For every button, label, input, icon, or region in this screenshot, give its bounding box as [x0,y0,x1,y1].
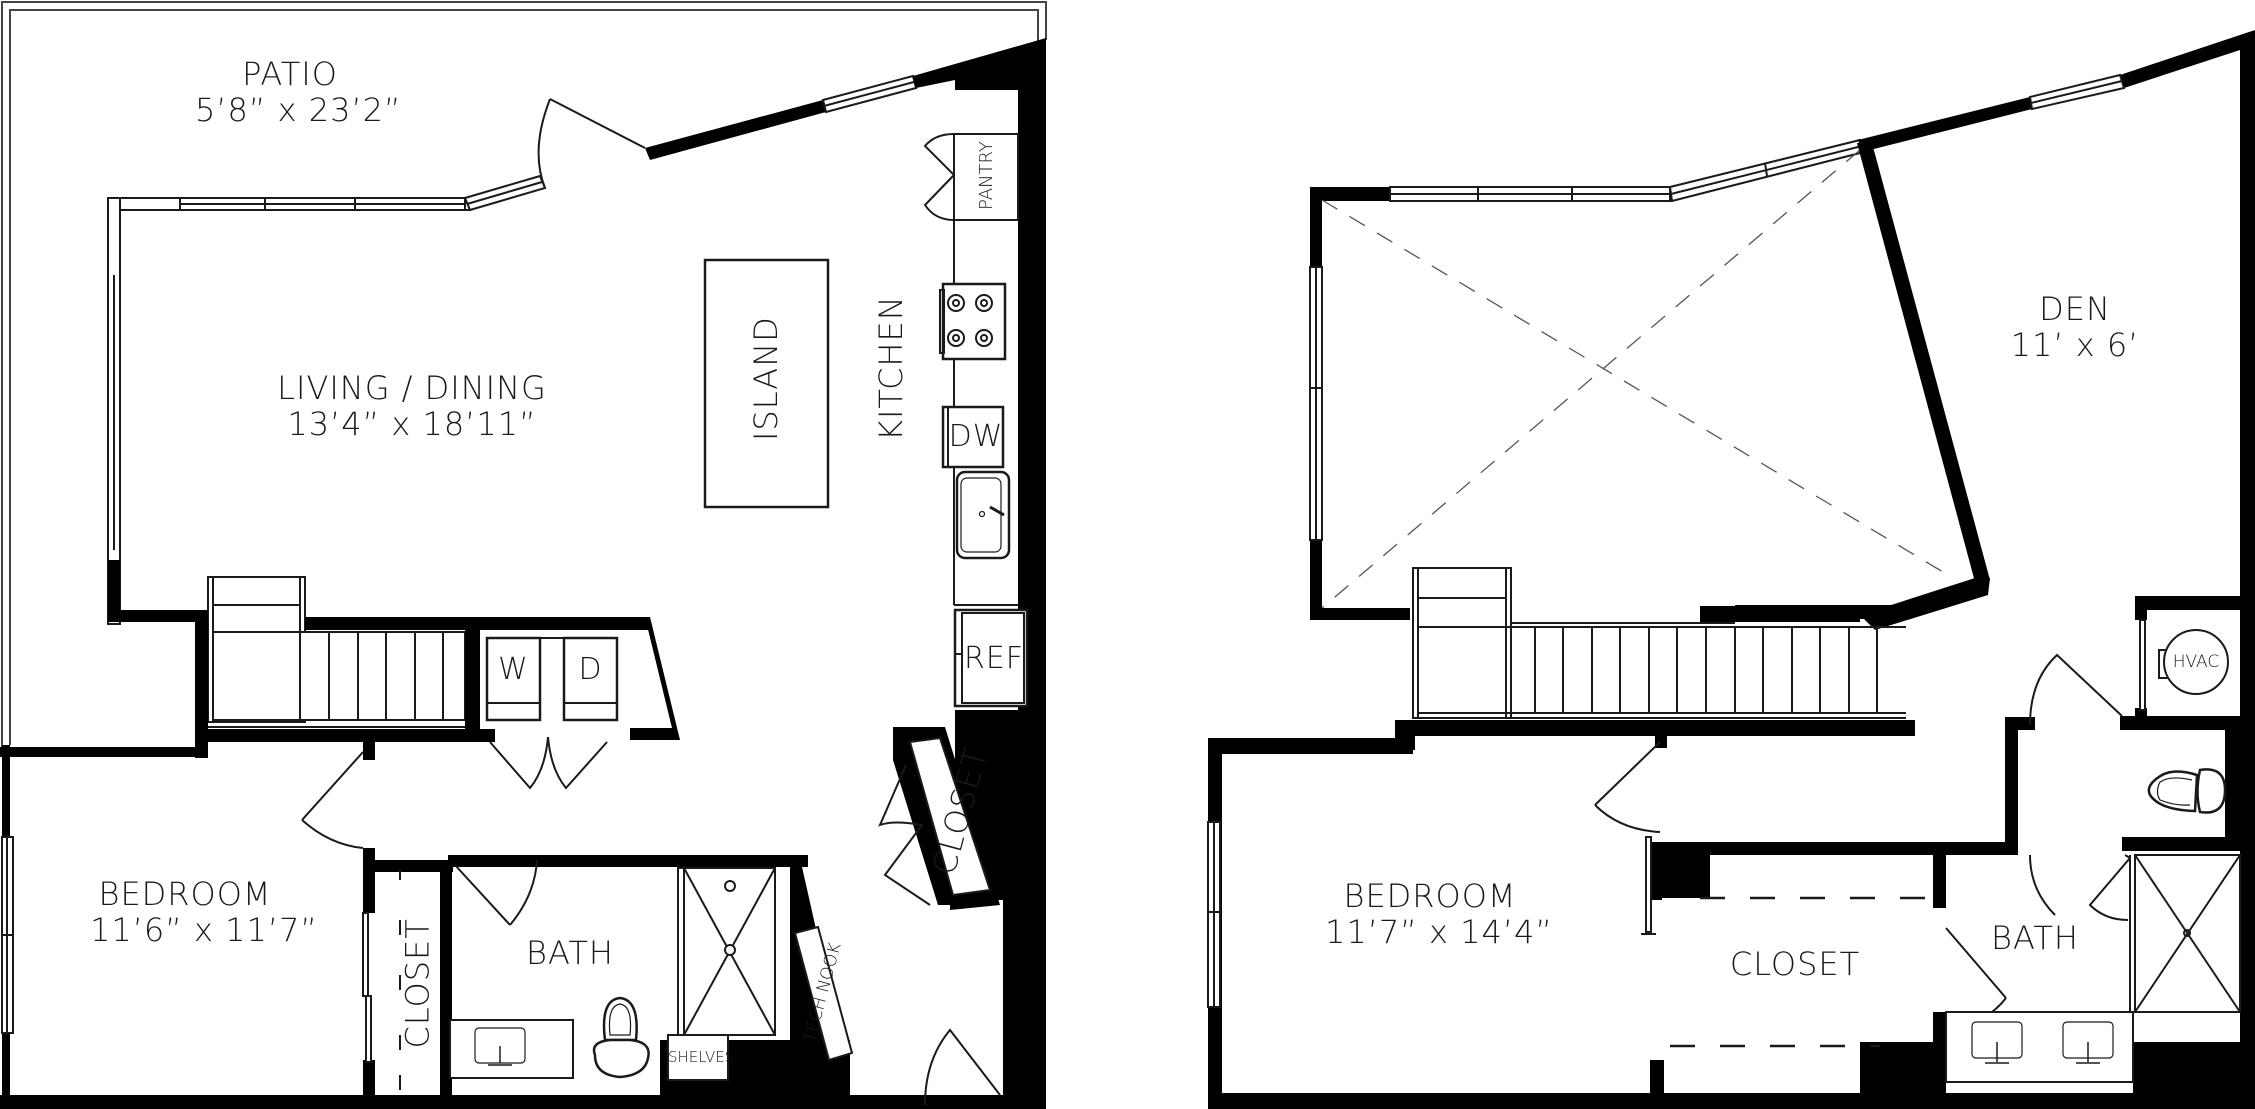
powder-door-icon [2029,653,2123,916]
lower-bedroom-label: BEDROOM 11’6” x 11’7” [90,875,318,949]
tech-nook [793,925,854,1062]
exterior-wall [645,100,826,160]
closet-rods [1670,896,1935,1048]
room-name: DEN [2039,290,2111,328]
living-windows [107,174,547,625]
dryer-icon [562,636,619,722]
dishwasher-label: DW [948,419,1004,454]
hvac-icon [2139,619,2229,711]
patio-label: PATIO 5’8” x 23’2” [195,55,402,129]
den-label: DEN 11’ x 6’ [2010,293,2140,361]
room-dimensions: 11’6” x 11’7” [90,911,318,949]
room-dimensions: 11’ x 6’ [2010,326,2140,364]
upper-level-plan [1207,30,2255,1109]
room-name: BEDROOM [98,875,272,913]
room-dimensions: 13’4” x 18’11” [287,405,537,443]
upper-bedroom-label: BEDROOM 11’7” x 14’4” [1325,877,1553,951]
upper-bedroom-window [1207,821,1221,1008]
upper-bedroom-door-icon [1594,741,1661,833]
dishwasher-icon [941,405,1005,469]
shower-icon [677,867,776,1036]
island-label: ISLAND [747,316,785,441]
upper-closet-label: CLOSET [1729,945,1861,983]
bedroom-door-icon [301,751,364,849]
upper-shower-icon [2088,854,2241,1013]
bedroom-window [1,836,14,1034]
entry-door-icon [924,1028,1001,1106]
refrigerator-icon [953,608,1029,708]
kitchen-label: KITCHEN [872,295,910,441]
sink-icon [955,470,1011,560]
range-cooktop-icon [939,282,1007,361]
room-name: LIVING / DINING [277,369,547,407]
closet-slider [1645,836,1652,933]
dryer-label: D [578,652,603,687]
washer-icon [485,636,542,722]
double-vanity-icon [1945,1011,2134,1083]
stairs-lower-icon [207,576,466,728]
open-to-below-icon [1321,149,1949,609]
upper-bath-label: BATH [1991,919,2079,957]
shelves-box [667,1034,729,1081]
stairs-upper-icon [1412,567,1906,719]
hvac-label: HVAC [2172,652,2220,672]
lower-level-plan [0,1,1047,1109]
vanity-sink-icon [449,1019,574,1079]
refrigerator-label: REF [963,641,1025,676]
room-name: PATIO [242,55,338,93]
upper-toilet-icon [2147,768,2227,814]
closet-sliding-door [362,870,401,1090]
room-dimensions: 11’7” x 14’4” [1325,913,1553,951]
shelves-label: SHELVES [668,1048,735,1066]
entry-closet [878,727,1000,910]
toilet-icon [592,996,650,1079]
bath-door-icon [454,859,538,926]
room-dimensions: 5’8” x 23’2” [195,91,402,129]
pantry-label: PANTRY [976,141,997,210]
kitchen-island [703,258,830,509]
upper-walls [1208,30,2255,1109]
pantry [923,133,1019,221]
bedroom-closet-label: CLOSET [398,918,437,1049]
living-dining-label: LIVING / DINING 13’4” x 18’11” [262,372,562,440]
patio-door-icon [537,98,646,189]
room-name: BEDROOM [1343,877,1517,915]
laundry-doors-icon [489,736,608,790]
lower-bath-label: BATH [526,934,614,972]
washer-label: W [498,652,529,687]
